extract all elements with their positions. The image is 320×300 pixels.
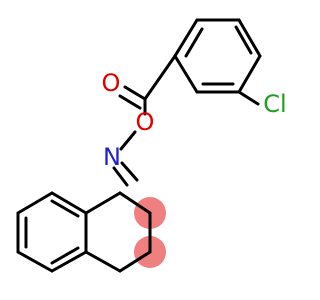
atom-label-nitrogen: N bbox=[103, 143, 121, 171]
bond-c-o-double bbox=[118, 94, 142, 110]
bond-double-inner bbox=[234, 25, 253, 55]
bond-carbonyl-aryl bbox=[143, 54, 177, 101]
atom-label-oxygen-carbonyl: O bbox=[102, 69, 121, 97]
bond-c-cl bbox=[237, 90, 260, 106]
bond-double-inner bbox=[50, 246, 80, 265]
bond bbox=[118, 191, 152, 215]
bond bbox=[173, 18, 199, 58]
bond-n-c-double bbox=[112, 166, 129, 187]
bond-double-inner bbox=[50, 199, 80, 218]
bond-double-inner bbox=[184, 27, 204, 58]
bond bbox=[16, 191, 54, 215]
bond bbox=[173, 54, 199, 94]
bond bbox=[237, 18, 262, 58]
bond-n-c-double bbox=[120, 161, 139, 182]
bond bbox=[84, 191, 122, 215]
bond-c-o-double bbox=[123, 85, 147, 101]
atom-label-chlorine: Cl bbox=[263, 90, 286, 118]
bond bbox=[118, 250, 152, 273]
molecule-diagram: O O N Cl bbox=[16, 18, 287, 273]
chlorobenzene-ring bbox=[173, 18, 262, 94]
tetralin-ring bbox=[16, 191, 152, 273]
bond bbox=[237, 54, 262, 94]
bond bbox=[84, 250, 122, 273]
bond bbox=[16, 250, 54, 273]
bond bbox=[50, 191, 88, 215]
bond bbox=[50, 250, 88, 273]
bond-o-n bbox=[119, 130, 137, 151]
atom-label-oxygen-ester: O bbox=[136, 108, 155, 136]
